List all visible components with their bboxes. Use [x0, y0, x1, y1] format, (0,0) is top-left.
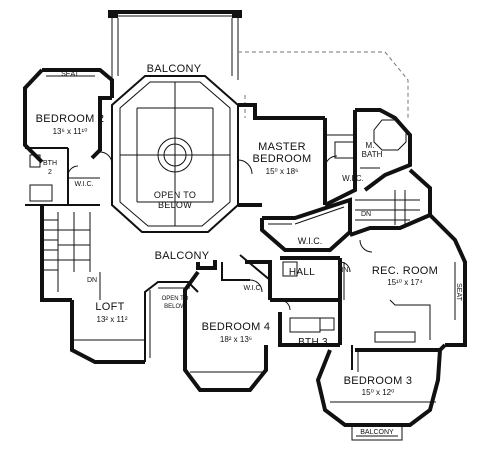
seat-top-label: SEAT — [61, 71, 79, 78]
bth3-label: BTH 3 — [298, 337, 328, 348]
balcony-bottom-label: BALCONY — [360, 429, 394, 436]
loft-dim: 13² x 11² — [97, 315, 128, 324]
roof-outline — [238, 51, 409, 119]
wic-master-big-label: W.I.C. — [298, 236, 323, 246]
left-stair — [40, 205, 91, 302]
labels: SEAT BEDROOM 2 13⁶ x 11¹⁰ BTH 2 W.I.C. B… — [36, 63, 462, 436]
bedroom4-walls — [183, 254, 272, 392]
bth2-num: 2 — [48, 169, 52, 176]
balcony-mid-label: BALCONY — [155, 250, 210, 262]
bth2-label: BTH — [43, 160, 57, 167]
bedroom4-name: BEDROOM 4 — [202, 321, 271, 333]
master-bedroom-dim: 15⁰ x 18⁶ — [266, 167, 299, 176]
master-bedroom-walls — [238, 103, 357, 252]
m-bath-line1: M. — [366, 141, 375, 150]
loft-name: LOFT — [95, 301, 124, 313]
right-stair — [349, 168, 432, 237]
open-to-below-volume — [108, 10, 242, 233]
bedroom2-name: BEDROOM 2 — [36, 113, 105, 125]
master-bedroom-line1: MASTER — [258, 141, 306, 153]
loft-walls — [70, 272, 145, 364]
master-bedroom-line2: BEDROOM — [253, 153, 312, 165]
small-otb-line1: OPEN TO — [162, 296, 189, 302]
bedroom2-dim: 13⁶ x 11¹⁰ — [53, 127, 88, 136]
wic-master-label: W.I.C. — [342, 174, 364, 183]
wic-bed4-label: W.I.C. — [243, 285, 262, 292]
wic-bed2-label: W.I.C. — [74, 181, 93, 188]
door-swings — [67, 151, 373, 311]
bedroom3-name: BEDROOM 3 — [344, 375, 413, 387]
master-bath-walls — [334, 108, 412, 192]
bedroom3-dim: 15⁰ x 12⁰ — [362, 388, 395, 397]
bedroom4-dim: 18² x 13⁶ — [220, 335, 252, 344]
m-bath-line2: BATH — [362, 150, 383, 159]
open-to-below-line2: BELOW — [158, 200, 192, 210]
small-otb-line2: BELOW — [164, 304, 186, 310]
bedroom3-walls — [315, 345, 442, 441]
seat-right-label: SEAT — [455, 283, 462, 301]
rec-room-dim: 15¹⁰ x 17⁴ — [387, 278, 423, 287]
bedroom2-walls — [23, 68, 114, 206]
hall-bath3 — [270, 256, 345, 347]
rec-room-name: REC. ROOM — [372, 265, 438, 277]
hall-label: HALL — [289, 267, 315, 278]
dn-right-label: DN — [361, 211, 371, 218]
open-to-below-line1: OPEN TO — [154, 190, 196, 200]
balcony-top-label: BALCONY — [147, 63, 202, 75]
small-open-to-below — [144, 281, 199, 362]
dn-left-label: DN — [87, 277, 97, 284]
lin-label: LIN — [338, 267, 349, 274]
